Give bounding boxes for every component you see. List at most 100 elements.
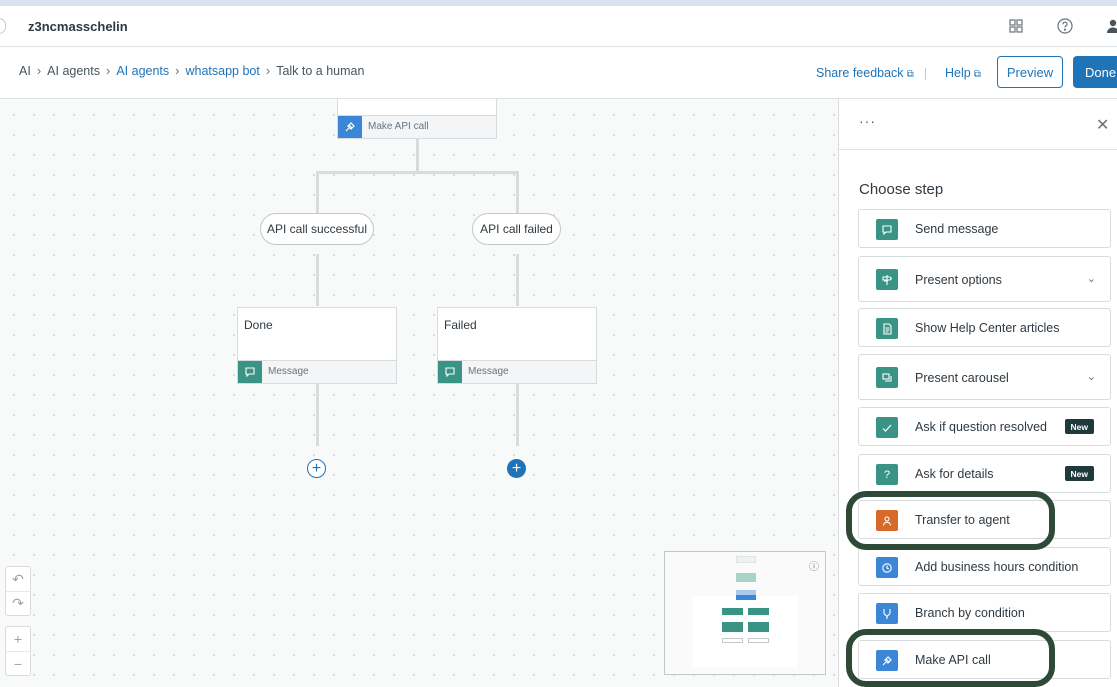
step-ask-for-details[interactable]: ? Ask for details New [858, 454, 1111, 493]
chat-bubble-icon [438, 361, 462, 383]
top-bar: z3ncmasschelin [0, 6, 1117, 47]
connector-line [416, 139, 419, 172]
minimap-block [722, 608, 743, 615]
branch-failed-pill[interactable]: API call failed [472, 213, 561, 245]
connector-line [316, 171, 519, 174]
connector-line [516, 384, 519, 446]
node-footer-label: Message [268, 366, 309, 377]
node-title: Done [244, 318, 273, 332]
step-label: Add business hours condition [915, 560, 1079, 574]
step-branch-by-condition[interactable]: Branch by condition [858, 593, 1111, 632]
chevron-down-icon[interactable]: ⌄ [1086, 273, 1096, 285]
minimap-block [722, 622, 743, 632]
chevron-right-icon: › [36, 63, 42, 78]
breadcrumb: AI › AI agents › AI agents › whatsapp bo… [19, 63, 364, 78]
close-icon[interactable]: ✕ [1096, 117, 1110, 134]
help-link[interactable]: Help⧉ [945, 66, 981, 80]
info-icon[interactable]: ⓘ [809, 562, 819, 573]
breadcrumb-link[interactable]: whatsapp bot [185, 63, 260, 78]
step-show-help-center-articles[interactable]: Show Help Center articles [858, 308, 1111, 347]
node-footer-label: Message [468, 366, 509, 377]
step-label: Send message [915, 222, 999, 236]
account-name: z3ncmasschelin [28, 19, 128, 34]
check-icon [876, 417, 898, 438]
external-link-icon: ⧉ [906, 69, 914, 80]
minimap-block [748, 622, 769, 632]
history-controls: ↶ ↷ [5, 566, 31, 616]
highlight-ring [846, 629, 1055, 687]
node-footer: Message [438, 360, 596, 383]
failed-message-node[interactable]: Failed Message [437, 307, 597, 384]
person-icon [876, 510, 898, 531]
step-make-api-call[interactable]: Make API call [858, 640, 1111, 679]
redo-icon[interactable]: ↷ [6, 591, 30, 615]
step-label: Ask if question resolved [915, 420, 1048, 434]
collapse-handle[interactable] [0, 18, 6, 34]
minimap-viewport [693, 596, 798, 667]
step-send-message[interactable]: Send message [858, 209, 1111, 248]
chevron-right-icon: › [175, 63, 180, 78]
step-transfer-to-agent[interactable]: Transfer to agent [858, 500, 1111, 539]
minimap-block [736, 573, 756, 582]
step-present-options[interactable]: Present options ⌄ [858, 256, 1111, 302]
connector-line [516, 254, 519, 306]
node-footer: Message [238, 360, 396, 383]
breadcrumb-item[interactable]: AI agents [47, 63, 100, 78]
minimap-block [736, 595, 756, 600]
share-feedback-label: Share feedback [816, 66, 904, 80]
chat-bubble-icon [876, 219, 898, 240]
step-label: Branch by condition [915, 606, 1025, 620]
step-label: Ask for details [915, 467, 994, 481]
panel-title: Choose step [859, 181, 944, 198]
plug-icon [338, 116, 362, 138]
plug-icon [876, 650, 898, 671]
undo-icon[interactable]: ↶ [12, 570, 24, 587]
branch-icon [876, 603, 898, 624]
step-label: Show Help Center articles [915, 321, 1060, 335]
branch-success-pill[interactable]: API call successful [260, 213, 374, 245]
minimap[interactable]: ⓘ [664, 551, 826, 675]
step-label: Present options [915, 273, 1002, 287]
carousel-icon [876, 367, 898, 388]
chevron-right-icon: › [105, 63, 111, 78]
step-present-carousel[interactable]: Present carousel ⌄ [858, 354, 1111, 400]
node-title: Failed [444, 318, 477, 332]
make-api-call-node[interactable]: Make API call [337, 99, 497, 139]
done-message-node[interactable]: Done Message [237, 307, 397, 384]
share-feedback-link[interactable]: Share feedback⧉ [816, 66, 914, 80]
article-icon [876, 318, 898, 339]
clock-icon [876, 557, 898, 578]
breadcrumb-link[interactable]: AI agents [116, 63, 170, 78]
minimap-block [748, 638, 769, 643]
flow-canvas[interactable]: Make API call API call successful API ca… [0, 99, 838, 687]
highlight-ring [846, 491, 1055, 550]
preview-button[interactable]: Preview [997, 56, 1063, 88]
zoom-in-icon[interactable]: + [13, 631, 23, 647]
chevron-down-icon[interactable]: ⌄ [1086, 371, 1096, 383]
new-badge: New [1064, 419, 1094, 434]
node-footer-label: Make API call [368, 121, 429, 132]
more-options-icon[interactable]: ··· [859, 113, 876, 129]
chat-bubble-icon [238, 361, 262, 383]
panel-header: ··· ✕ [839, 99, 1117, 150]
help-label: Help [945, 66, 971, 80]
minimap-block [722, 638, 743, 643]
minimap-block [748, 608, 769, 615]
apps-grid-icon[interactable] [1007, 17, 1025, 35]
add-step-button[interactable]: + [507, 459, 526, 478]
help-circle-icon[interactable] [1056, 17, 1074, 35]
connector-line [516, 171, 519, 213]
step-add-business-hours-condition[interactable]: Add business hours condition [858, 547, 1111, 586]
breadcrumb-item[interactable]: AI [19, 63, 31, 78]
zoom-out-icon[interactable]: − [6, 651, 30, 675]
add-step-button[interactable]: + [307, 459, 326, 478]
step-ask-if-question-resolved[interactable]: Ask if question resolved New [858, 407, 1111, 446]
done-button[interactable]: Done [1073, 56, 1117, 88]
user-avatar-icon[interactable] [1104, 17, 1117, 35]
step-label: Transfer to agent [915, 513, 1010, 527]
minimap-block [736, 556, 756, 563]
signpost-icon [876, 269, 898, 290]
divider [925, 68, 926, 80]
window-top-strip [0, 0, 1117, 6]
sub-header: AI › AI agents › AI agents › whatsapp bo… [0, 47, 1117, 99]
